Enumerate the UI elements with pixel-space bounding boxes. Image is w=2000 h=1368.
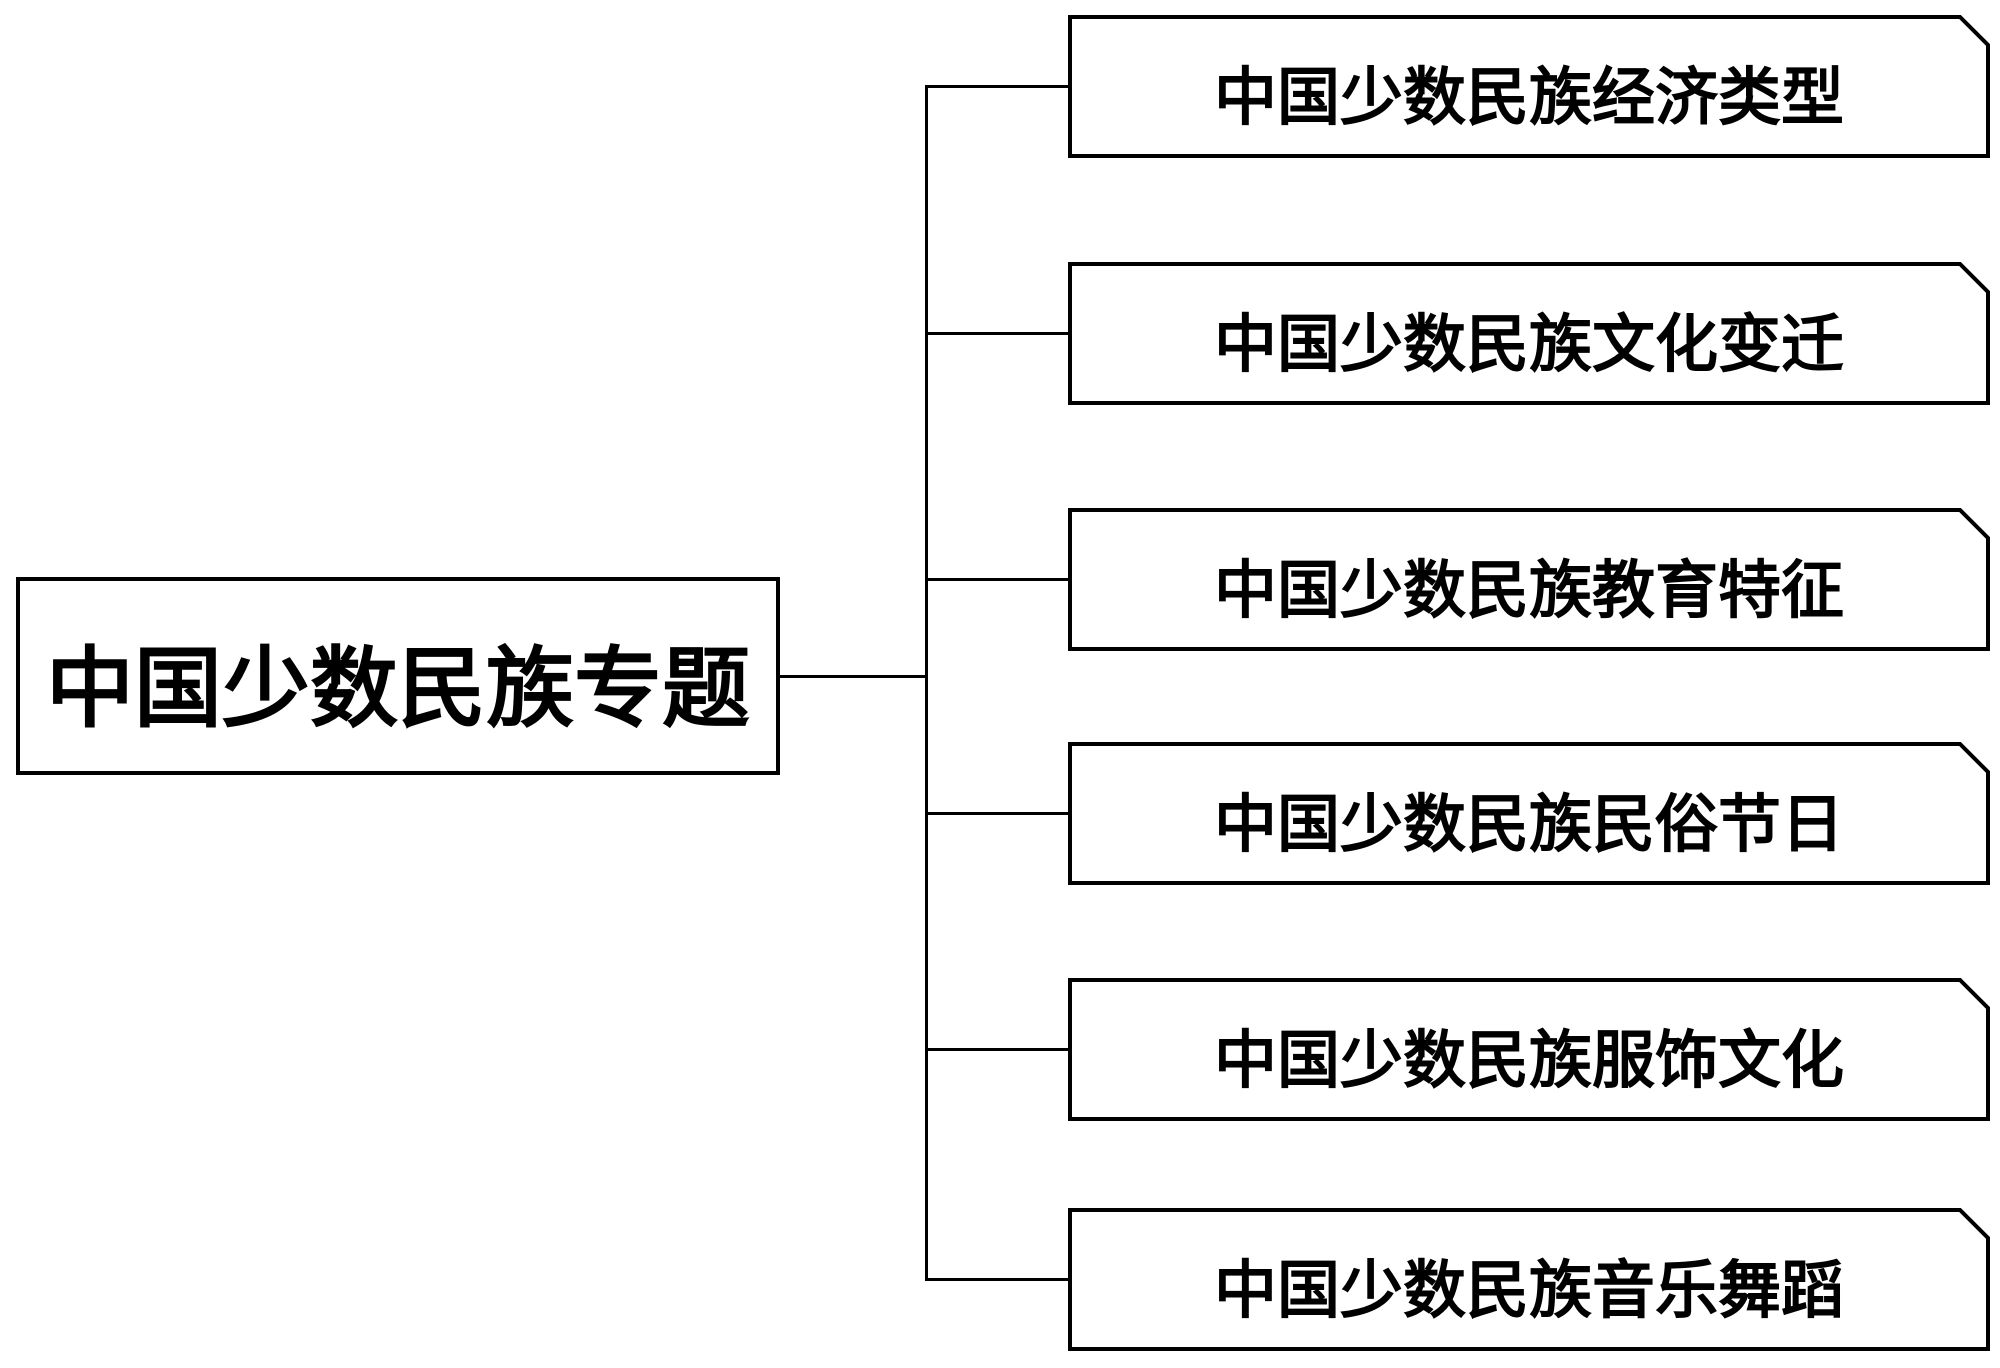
child-node-label: 中国少数民族经济类型 <box>1214 63 1844 133</box>
notched-box-shape <box>1068 15 1990 158</box>
child-node-cultural-change: 中国少数民族文化变迁 <box>1068 262 1990 405</box>
branch-connector-4 <box>925 1048 1072 1051</box>
branch-connector-0 <box>925 85 1072 88</box>
notched-box-shape <box>1068 978 1990 1121</box>
root-connector-line <box>778 675 928 678</box>
child-node-music-dance: 中国少数民族音乐舞蹈 <box>1068 1208 1990 1351</box>
child-node-education-characteristics: 中国少数民族教育特征 <box>1068 508 1990 651</box>
child-node-label: 中国少数民族音乐舞蹈 <box>1214 1256 1844 1326</box>
branch-connector-3 <box>925 812 1072 815</box>
notched-box-shape <box>1068 1208 1990 1351</box>
child-node-label: 中国少数民族服饰文化 <box>1214 1026 1844 1096</box>
child-node-clothing-culture: 中国少数民族服饰文化 <box>1068 978 1990 1121</box>
child-node-economic-types: 中国少数民族经济类型 <box>1068 15 1990 158</box>
branch-connector-2 <box>925 578 1072 581</box>
root-node: 中国少数民族专题 <box>16 577 780 775</box>
child-node-label: 中国少数民族民俗节日 <box>1214 790 1844 860</box>
notched-box-shape <box>1068 742 1990 885</box>
branch-connector-1 <box>925 332 1072 335</box>
branch-connector-5 <box>925 1278 1072 1281</box>
trunk-line <box>925 85 928 1281</box>
child-node-label: 中国少数民族教育特征 <box>1214 556 1844 626</box>
root-node-label: 中国少数民族专题 <box>45 641 750 739</box>
notched-box-shape <box>1068 262 1990 405</box>
child-node-folk-festivals: 中国少数民族民俗节日 <box>1068 742 1990 885</box>
child-node-label: 中国少数民族文化变迁 <box>1214 310 1844 380</box>
notched-box-shape <box>1068 508 1990 651</box>
